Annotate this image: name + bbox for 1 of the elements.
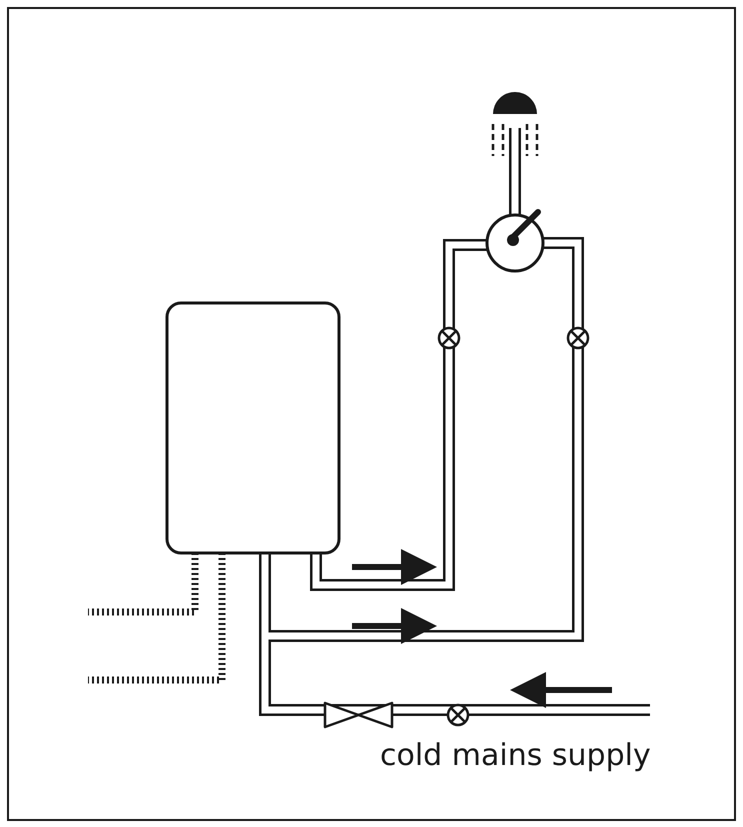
pipe-label: cold mains supply bbox=[380, 738, 651, 773]
